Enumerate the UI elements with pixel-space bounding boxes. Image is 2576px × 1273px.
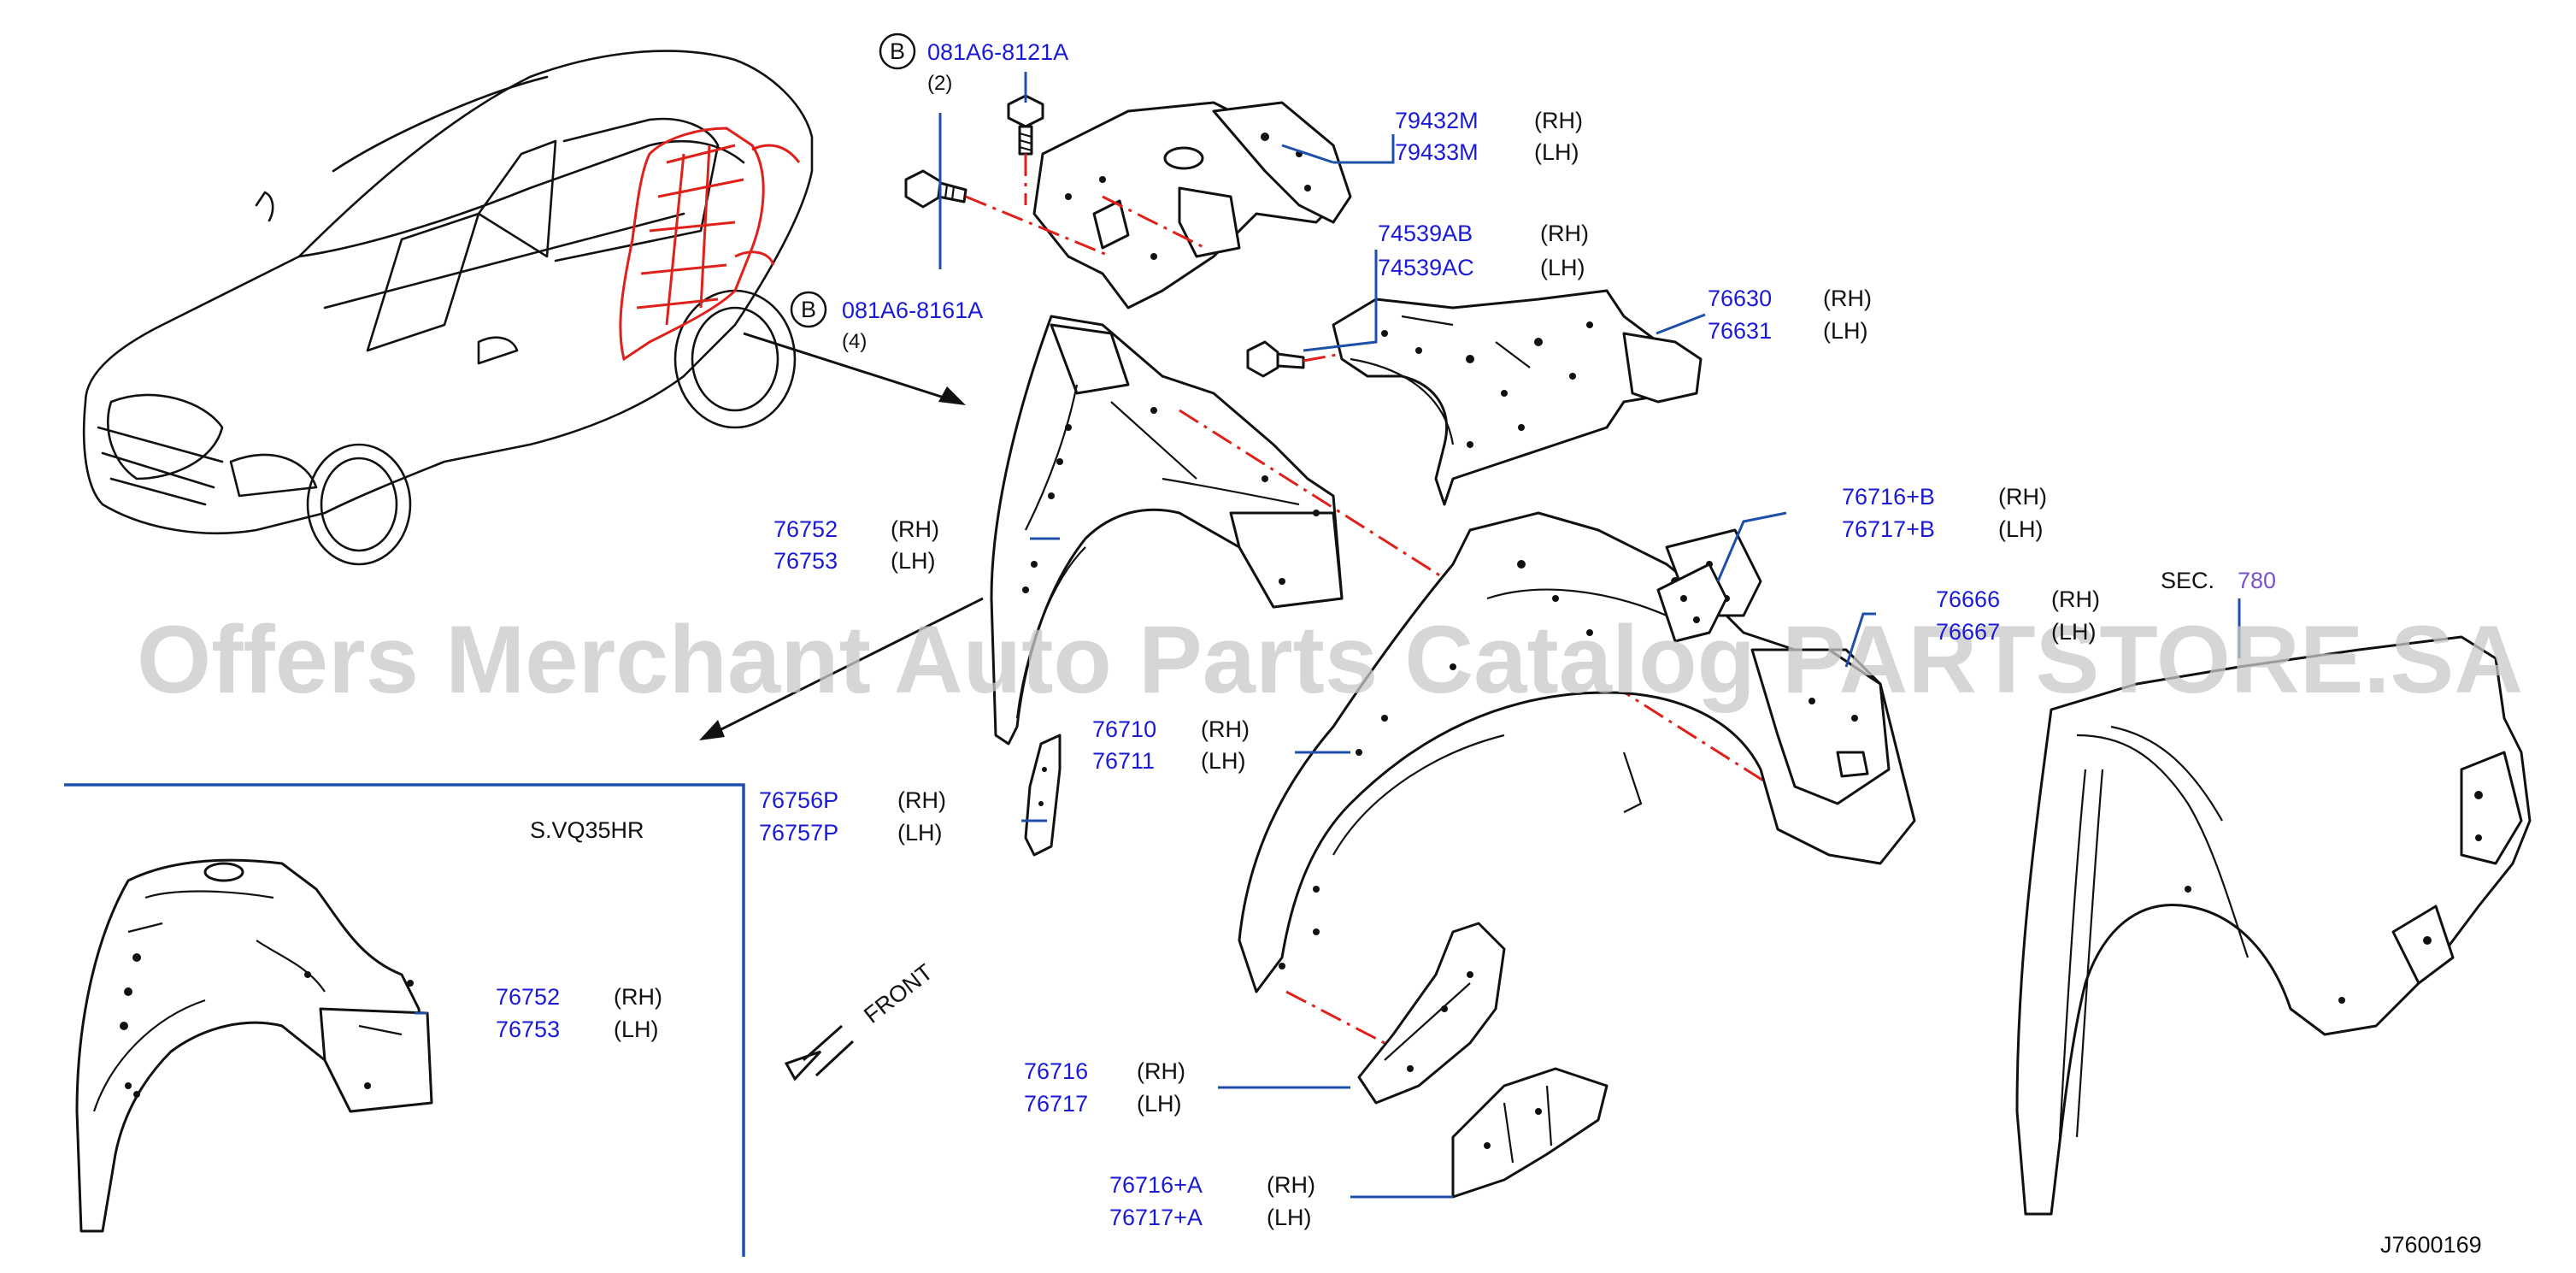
vehicle-overview (82, 50, 814, 566)
callout-76752: 76752 (RH) 76753 (LH) (773, 516, 939, 574)
extension-bracket-drawing (1024, 734, 1062, 857)
part-number-lh: 79433M (1395, 139, 1479, 165)
side-lh: (LH) (2051, 619, 2097, 645)
callout-76756P: 76756P (RH) 76757P (LH) (759, 787, 946, 846)
front-direction-indicator: FRONT (784, 959, 938, 1081)
part-number-rh: 76710 (1092, 716, 1156, 742)
side-lh: (LH) (1201, 748, 1246, 774)
part-number-lh: 76631 (1708, 318, 1772, 344)
bolt-callout-2: B 081A6-8161A (4) (790, 291, 983, 353)
badge-b-letter: B (890, 38, 905, 64)
part-number-rh: 76752 (773, 516, 838, 542)
part-number-rh: 76716+A (1109, 1172, 1203, 1198)
diagram-id: J7600169 (2380, 1232, 2482, 1258)
side-rh: (RH) (1534, 108, 1583, 133)
bolt-callout-1: B 081A6-8121A (2) (879, 32, 1068, 95)
part-number-rh: 76630 (1708, 286, 1772, 311)
callout-76666: 76666 (RH) 76667 (LH) (1936, 586, 2100, 645)
inset-variant-label: S.VQ35HR (530, 817, 644, 843)
watermark-text: Offers Merchant Auto Parts Catalog PARTS… (137, 606, 2523, 713)
side-rh: (RH) (1998, 484, 2047, 510)
side-lh: (LH) (1267, 1205, 1312, 1230)
bolt-081A6-8121A (1007, 94, 1044, 205)
side-rh: (RH) (614, 984, 662, 1010)
rear-fender-drawing (2015, 635, 2532, 1216)
pointer-arrows (699, 332, 984, 740)
side-rh: (RH) (2051, 586, 2100, 612)
badge-b-circle (790, 291, 827, 328)
side-rh: (RH) (1201, 716, 1250, 742)
callout-76716: 76716 (RH) 76717 (LH) (1024, 1058, 1185, 1117)
part-number-lh: 76753 (496, 1017, 560, 1042)
part-number-rh: 76716 (1024, 1058, 1088, 1084)
callout-76710: 76710 (RH) 76711 (LH) (1092, 716, 1250, 774)
side-lh: (LH) (1534, 139, 1579, 165)
callout-76716A: 76716+A (RH) 76717+A (LH) (1109, 1172, 1315, 1230)
side-lh: (LH) (1137, 1091, 1182, 1117)
bolt-part-number: 081A6-8121A (927, 39, 1068, 65)
part-number-rh: 76756P (759, 787, 838, 813)
badge-b-circle (879, 32, 916, 70)
bolt-quantity: (2) (927, 72, 952, 95)
part-number-lh: 76667 (1936, 619, 2000, 645)
side-rh: (RH) (1267, 1172, 1315, 1198)
side-lh: (LH) (891, 548, 936, 574)
callout-76630: 76630 (RH) 76631 (LH) (1708, 286, 1872, 344)
part-number-lh: 76717+B (1842, 516, 1935, 542)
callout-79432M: 79432M (RH) 79433M (LH) (1395, 108, 1583, 165)
part-number-lh: 76717 (1024, 1091, 1088, 1117)
part-number-rh: 79432M (1395, 108, 1479, 133)
part-number-lh: 76757P (759, 820, 838, 846)
bolt-part-number: 081A6-8161A (842, 298, 983, 323)
bolt-74539 (1246, 340, 1351, 378)
side-lh: (LH) (1998, 516, 2044, 542)
callout-74539AB: 74539AB (RH) 74539AC (LH) (1378, 221, 1589, 280)
part-number-lh: 76717+A (1109, 1205, 1203, 1230)
front-label: FRONT (859, 959, 938, 1028)
part-number-rh: 76752 (496, 984, 560, 1010)
side-lh: (LH) (897, 820, 943, 846)
lower-reinforcement-drawing (1357, 922, 1506, 1105)
side-lh: (LH) (1540, 255, 1585, 280)
lower-bracket-a-drawing (1451, 1067, 1609, 1199)
part-number-rh: 74539AB (1378, 221, 1473, 246)
section-reference: SEC. 780 (2161, 568, 2276, 593)
part-number-lh: 74539AC (1378, 255, 1474, 280)
inner-wheelhouse-drawing (990, 315, 1344, 746)
side-lh: (LH) (614, 1017, 659, 1042)
part-number-lh: 76753 (773, 548, 838, 574)
badge-b-letter: B (801, 297, 816, 322)
bolt-quantity: (4) (842, 330, 867, 353)
part-number-rh: 76666 (1936, 586, 2000, 612)
section-number: 780 (2238, 568, 2276, 593)
rear-panel-drawing (1332, 289, 1703, 506)
upper-bracket-drawing (1032, 101, 1352, 309)
side-lh: (LH) (1823, 318, 1868, 344)
leader-lines (415, 72, 2241, 1199)
side-rh: (RH) (1137, 1058, 1185, 1084)
side-rh: (RH) (1823, 286, 1872, 311)
side-rh: (RH) (891, 516, 939, 542)
side-rh: (RH) (897, 787, 946, 813)
part-number-rh: 76716+B (1842, 484, 1935, 510)
callout-inset-76752: 76752 (RH) 76753 (LH) (496, 984, 662, 1042)
callout-76716B: 76716+B (RH) 76717+B (LH) (1842, 484, 2047, 542)
reinforcement-plate-b-drawing (1656, 563, 1728, 643)
inset-wheelhouse-drawing (75, 858, 433, 1233)
bolt-081A6-8161A (904, 169, 1112, 258)
section-prefix: SEC. (2161, 568, 2214, 593)
side-rh: (RH) (1540, 221, 1589, 246)
part-number-lh: 76711 (1092, 748, 1155, 774)
